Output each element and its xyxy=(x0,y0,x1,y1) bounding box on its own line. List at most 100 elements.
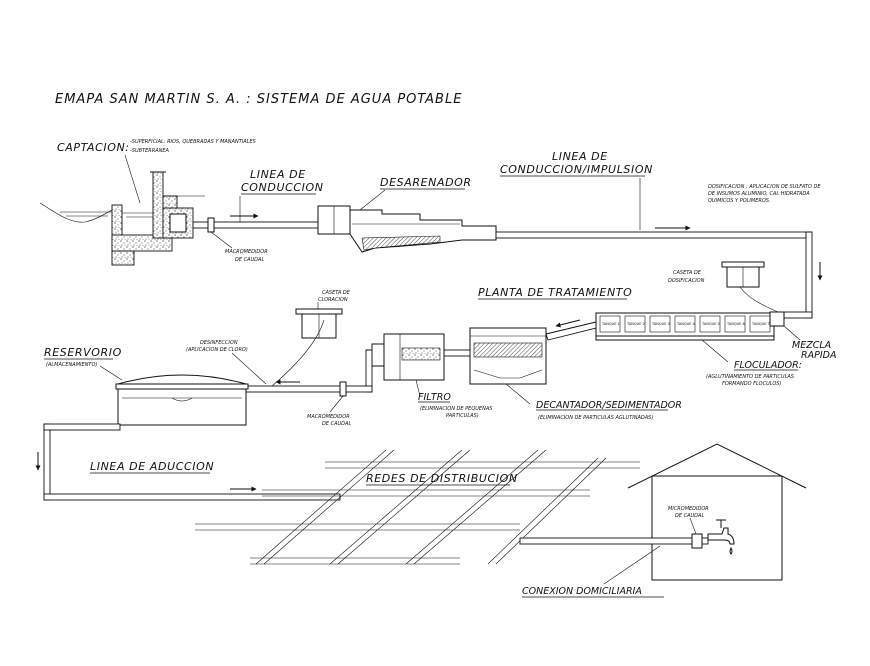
floculador-line1: (AGLUTINAMIENTO DE PARTICULAS xyxy=(706,374,795,380)
floc-tank-box xyxy=(599,315,621,333)
macromedidor-2-line2: DE CAUDAL xyxy=(322,421,351,427)
filtro-group: FILTRO (ELIMINACION DE PEQUEÑAS PARTICUL… xyxy=(371,333,493,419)
pipe-conexion xyxy=(519,537,709,545)
caseta-dosificacion-line2: DOSIFICACION xyxy=(668,278,705,284)
linea-aduccion-label: LINEA DE ADUCCION xyxy=(90,460,214,473)
captacion-label: CAPTACION: xyxy=(57,141,130,154)
page-title: EMAPA SAN MARTIN S. A. : SISTEMA DE AGUA… xyxy=(55,92,462,107)
floculador-label: FLOCULADOR: xyxy=(734,360,802,371)
river-water-line xyxy=(60,211,165,218)
intake-chamber xyxy=(162,207,194,239)
macromedidor-1-line1: MACROMEDIDOR xyxy=(225,249,268,255)
linea-conduccion-line1: LINEA DE xyxy=(250,168,306,181)
intake-foot xyxy=(111,250,135,266)
cloro-feed-line xyxy=(271,319,325,387)
conexion-label: CONEXION DOMICILIARIA xyxy=(522,586,642,597)
floc-tank-2: TANQUE 3 xyxy=(649,315,671,333)
caseta-cloracion-line2: CLORACION xyxy=(318,297,348,303)
floculador-leader xyxy=(701,339,729,363)
macromedidor-2-leader xyxy=(329,395,344,413)
pipe-floc-to-decantador xyxy=(545,321,597,341)
floc-tank-box xyxy=(649,315,671,333)
pipe-filtro-reservorio-group: MACROMEDIDOR DE CAUDAL xyxy=(245,349,373,427)
reservorio-group: RESERVORIO (ALMACENAMIENTO) xyxy=(44,346,249,426)
floc-tank-box xyxy=(624,315,646,333)
linea-impulsion-line1: LINEA DE xyxy=(552,150,608,163)
mezcla-rapida-leader xyxy=(783,325,801,341)
floc-tank-label: TANQUE 2 xyxy=(626,322,645,326)
river-surface xyxy=(39,202,113,223)
house-body xyxy=(651,475,783,581)
macromedidor-1-device xyxy=(207,217,215,233)
filtro-line1: (ELIMINACION DE PEQUEÑAS xyxy=(420,405,493,412)
micromedidor-device xyxy=(691,533,703,549)
linea-aduccion-group: LINEA DE ADUCCION xyxy=(35,423,341,501)
decantador-sludge xyxy=(473,369,543,379)
intake-weir xyxy=(162,195,178,209)
decantador-leader xyxy=(505,383,531,405)
reservorio-label: RESERVORIO xyxy=(44,346,122,359)
linea-conduccion-line2: CONDUCCION xyxy=(241,181,324,194)
floc-tank-label: TANQUE 7 xyxy=(751,322,770,326)
desinfeccion-line1: DESINFECCION xyxy=(200,340,238,346)
floculador-base xyxy=(595,335,775,341)
captacion-item-superficial: -SUPERFICIAL: RIOS, QUEBRADAS Y MANANTIA… xyxy=(130,139,257,145)
reservorio-dome xyxy=(117,374,247,385)
captacion-group: CAPTACION: -SUPERFICIAL: RIOS, QUEBRADAS… xyxy=(39,139,257,266)
reservorio-leader xyxy=(99,365,123,381)
desarenador-group: DESARENADOR xyxy=(317,176,497,253)
intake-chamber-inner xyxy=(169,213,187,233)
reservorio-water-surface xyxy=(171,397,193,402)
floc-tank-5: TANQUE 6 xyxy=(724,315,746,333)
pipe-aduccion-bottom xyxy=(43,493,341,501)
intake-column xyxy=(152,171,164,239)
mezcla-rapida-chamber xyxy=(769,311,785,327)
floc-tank-label: TANQUE 5 xyxy=(701,322,720,326)
filtro-label: FILTRO xyxy=(418,392,451,403)
caseta-dosificacion-group: CASETA DE DOSIFICACION xyxy=(668,261,779,313)
mezcla-rapida-line2: RAPIDA xyxy=(801,350,836,361)
water-drop-icon xyxy=(729,546,733,555)
reservorio-tank xyxy=(117,388,247,426)
dosificacion-line3: QUIMICOS Y POLIMEROS. xyxy=(708,198,771,204)
caseta-dosificacion-line1: CASETA DE xyxy=(673,270,702,276)
intake-base xyxy=(111,234,173,252)
redes-group: REDES DE DISTRIBUCION xyxy=(195,449,640,565)
macromedidor-2-line1: MACROMEDIDOR xyxy=(307,414,350,420)
decantador-label: DECANTADOR/SEDIMENTADOR xyxy=(536,400,682,411)
floc-tank-label: TANQUE 6 xyxy=(726,322,745,326)
cloracion-group: CASETA DE CLORACION DESINFECCION (APLICA… xyxy=(186,290,351,387)
caseta-cloracion-roof xyxy=(295,308,343,315)
planta-tratamiento-label: PLANTA DE TRATAMIENTO xyxy=(478,286,632,299)
pipe-aduccion-top xyxy=(43,423,121,431)
caseta-dosificacion-roof xyxy=(721,261,765,268)
macromedidor-1-line2: DE CAUDAL xyxy=(235,257,264,263)
caseta-cloracion-line1: CASETA DE xyxy=(322,290,351,296)
mezcla-rapida-line1: MEZCLA xyxy=(792,340,831,351)
reservorio-sub: (ALMACENAMIENTO) xyxy=(46,362,97,368)
floc-tank-label: TANQUE 1 xyxy=(601,322,620,326)
redes-label: REDES DE DISTRIBUCION xyxy=(366,472,518,485)
conexion-group: MICROMEDIDOR DE CAUDAL CONEXION DOMICILI… xyxy=(519,443,807,598)
micromedidor-line2: DE CAUDAL xyxy=(675,513,704,519)
floc-tank-4: TANQUE 5 xyxy=(699,315,721,333)
pipe-impulsion-down xyxy=(805,231,813,319)
floc-tank-box xyxy=(674,315,696,333)
house-roof xyxy=(627,443,807,489)
pipe-to-reservorio xyxy=(245,385,373,393)
captacion-item-subterranea: -SUBTERRANEA xyxy=(130,148,170,154)
desarenador-leader xyxy=(359,189,386,211)
floc-tank-box xyxy=(724,315,746,333)
decantador-group: DECANTADOR/SEDIMENTADOR (ELIMINACION DE … xyxy=(469,327,682,421)
linea-conduccion-group: LINEA DE CONDUCCION MACROMEDIDOR DE CAUD… xyxy=(192,168,324,263)
floc-tank-box xyxy=(699,315,721,333)
filtro-line2: PARTICULAS) xyxy=(446,413,479,419)
planta-tratamiento-group: PLANTA DE TRATAMIENTO TANQUE 1 TANQUE 2 … xyxy=(478,286,836,387)
desarenador-sand-hopper xyxy=(361,235,441,251)
macromedidor-1-leader xyxy=(210,231,233,249)
captacion-leader xyxy=(124,154,141,204)
micromedidor-leader xyxy=(689,517,697,535)
pipe-aduccion-up xyxy=(43,423,51,501)
dosificacion-feed-line xyxy=(739,286,779,313)
